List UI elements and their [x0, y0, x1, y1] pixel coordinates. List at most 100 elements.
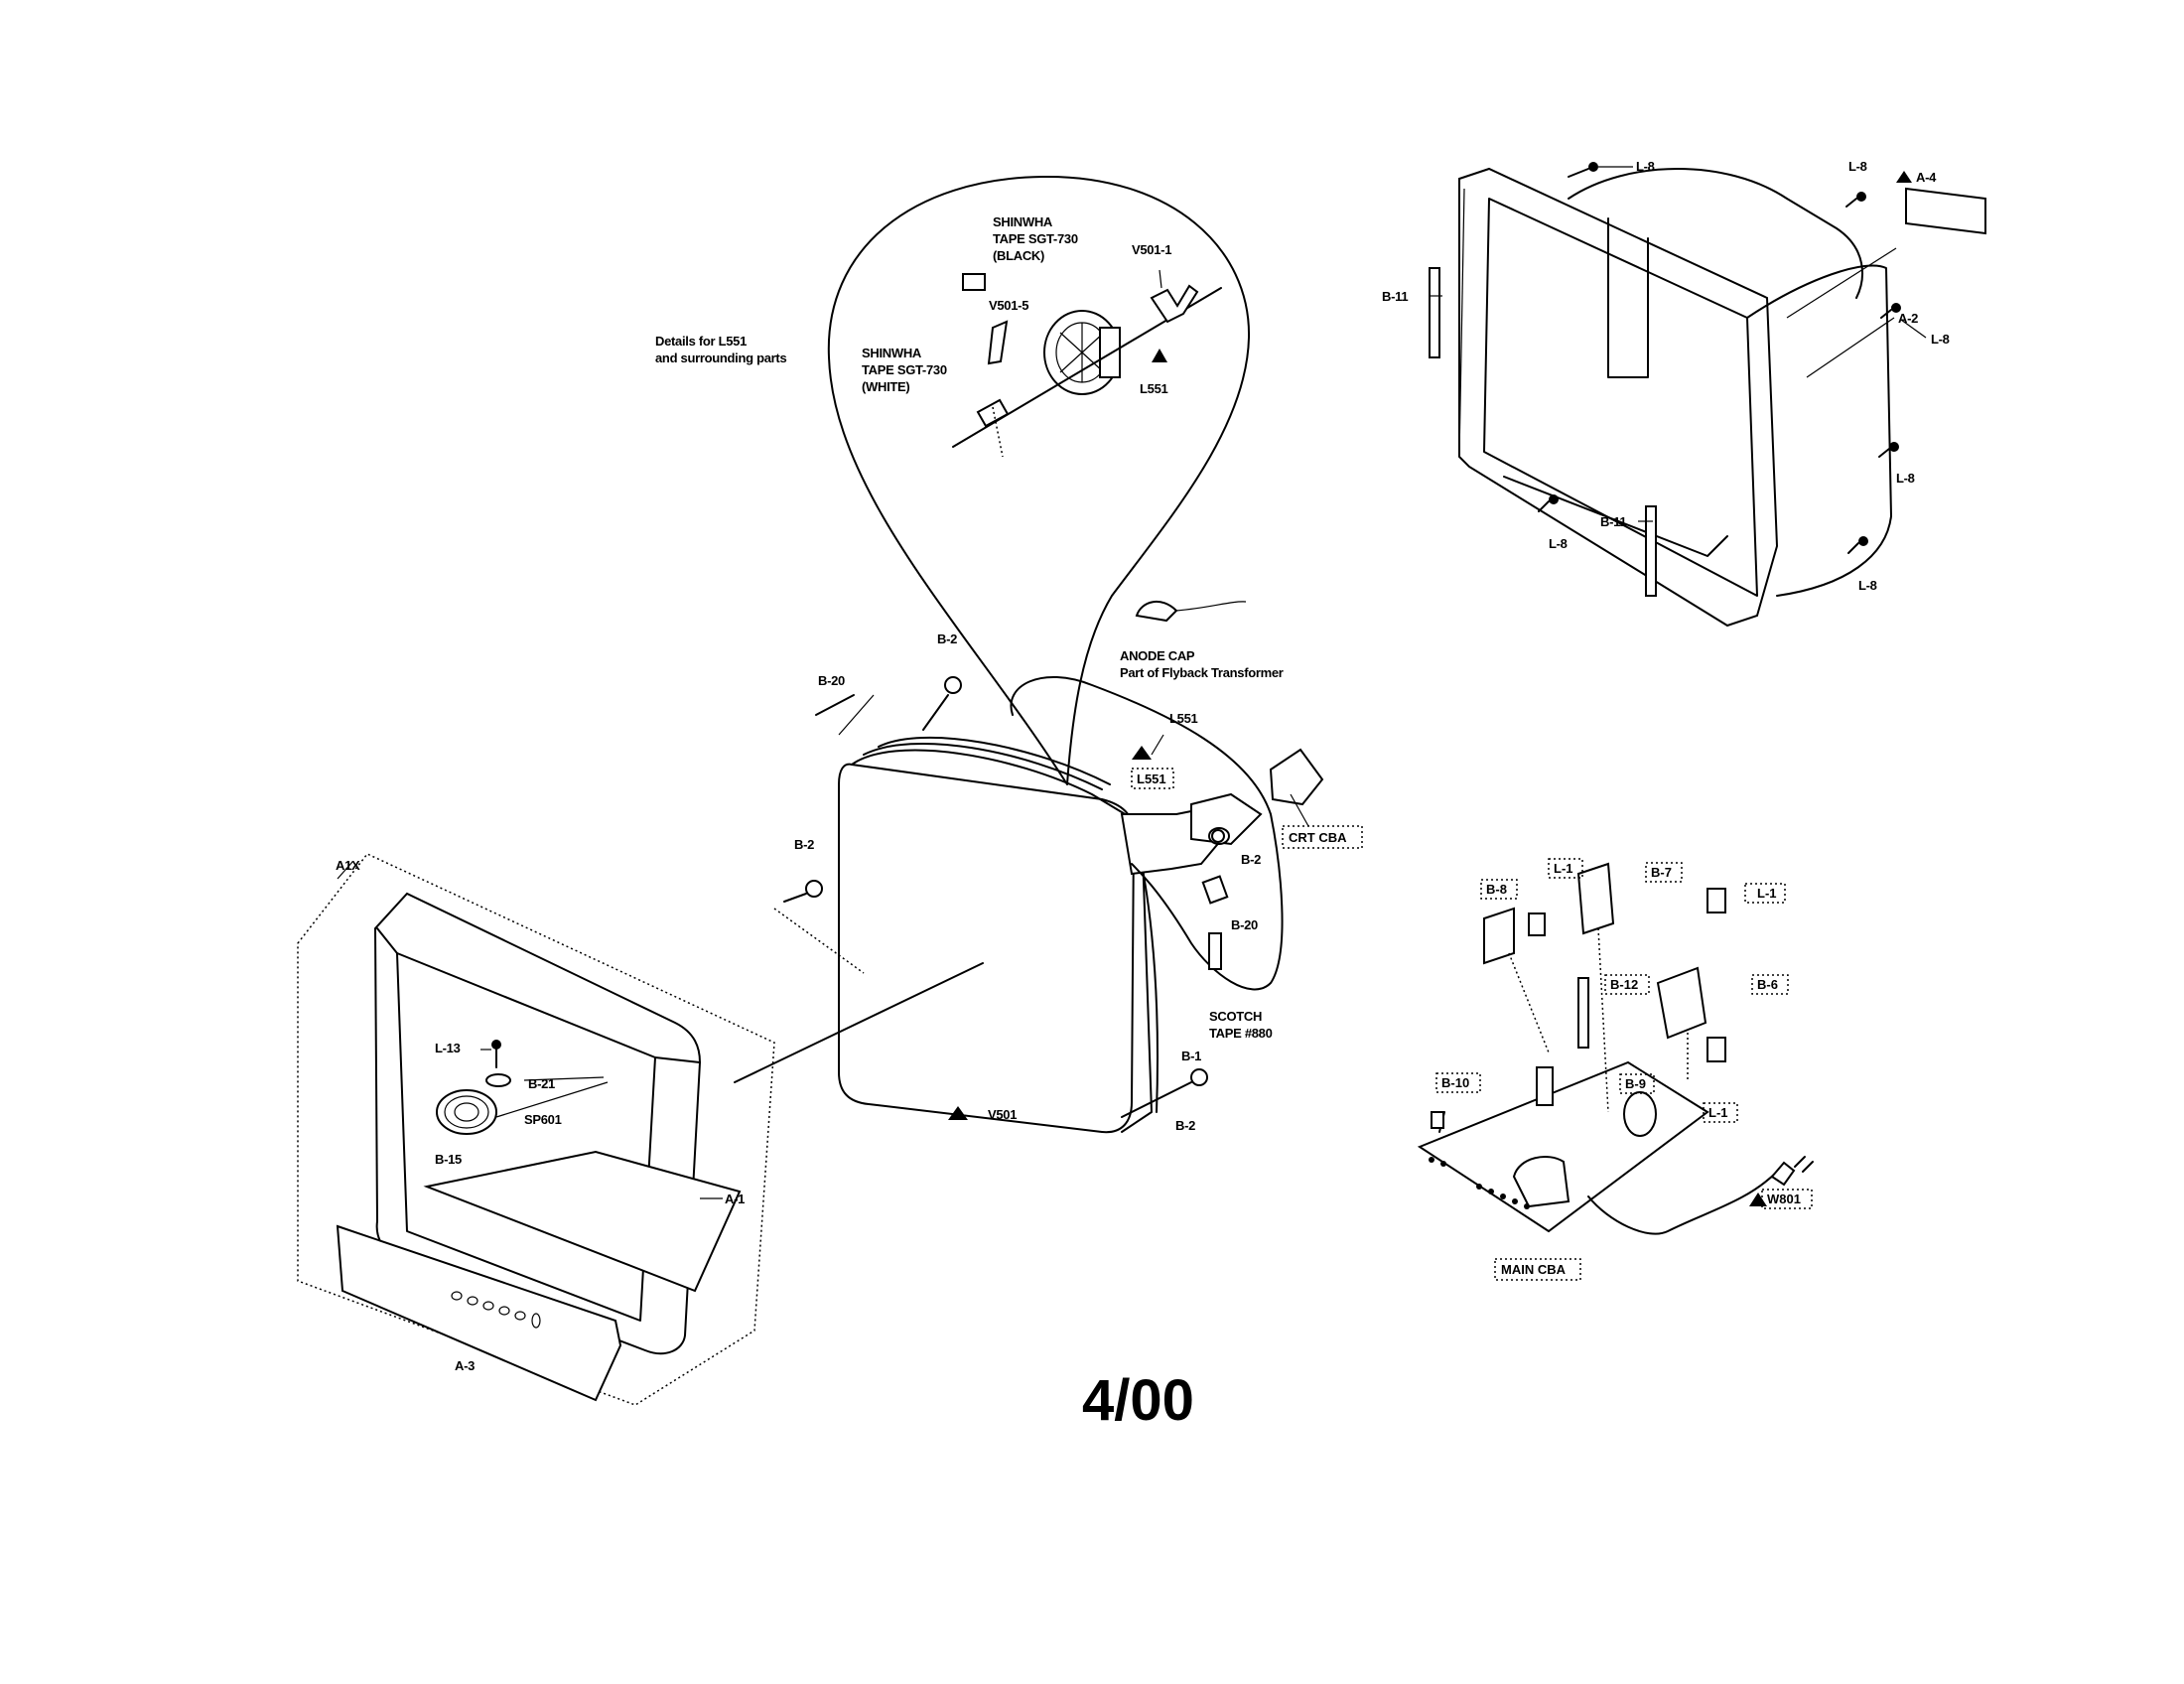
- b6-bracket-icon: [1656, 966, 1707, 1040]
- control-panel-a3: [336, 1224, 622, 1402]
- crt-cba-box: [1282, 825, 1363, 849]
- label-main-cba: MAIN CBA: [1501, 1262, 1567, 1277]
- b10-box: [1435, 1072, 1481, 1093]
- v501-5-part-icon: [987, 320, 1009, 365]
- label-l8-3: L-8: [1931, 332, 1950, 347]
- screw-l13: [491, 1040, 501, 1068]
- label-b11-2: B-11: [1600, 514, 1626, 529]
- transistor-icon-2: [1706, 888, 1726, 913]
- warning-triangle-icon: [1152, 349, 1167, 362]
- label-l8-5: L-8: [1549, 536, 1568, 551]
- detail-balloon: [827, 175, 1251, 785]
- l1-1-box: [1548, 858, 1583, 879]
- a1x-dotted-outline: [297, 853, 775, 1406]
- label-b15: B-15: [435, 1152, 462, 1167]
- b7-box: [1645, 862, 1683, 883]
- transistor-icon-1: [1706, 1037, 1726, 1062]
- warning-triangle-icon: [948, 1106, 968, 1120]
- label-a4: [1905, 187, 1986, 235]
- label-l8-2: L-8: [1848, 159, 1867, 174]
- b11-strip-2: [1645, 505, 1657, 597]
- l1-2-box: [1744, 883, 1786, 904]
- label-v501: V501: [988, 1107, 1017, 1122]
- b8-bracket-icon: [1483, 907, 1515, 965]
- speaker-sp601: [436, 1089, 497, 1135]
- label-l1-3: L-1: [1708, 1105, 1728, 1120]
- label-b20-right: B-20: [1231, 917, 1258, 932]
- label-b7: B-7: [1651, 865, 1672, 880]
- b7-bracket-icon: [1576, 862, 1615, 935]
- label-b12: B-12: [1610, 977, 1638, 992]
- l551-box: [1131, 768, 1174, 789]
- rear-cabinet: [1429, 162, 1986, 628]
- leader-lines: [337, 166, 1927, 1199]
- label-b21: B-21: [528, 1076, 555, 1091]
- label-l1-2: L-1: [1757, 886, 1777, 901]
- label-l551-top: L551: [1169, 711, 1198, 726]
- label-a1x: A1X: [336, 858, 360, 873]
- screw-b2-bottom: [1121, 1068, 1208, 1118]
- label-a4: A-4: [1916, 170, 1937, 185]
- label-crt-cba: CRT CBA: [1289, 830, 1347, 845]
- b6-box: [1751, 974, 1789, 995]
- label-v501-5: V501-5: [989, 298, 1028, 313]
- black-tape-icon: [962, 273, 986, 291]
- scotch-tape-icon: [1208, 932, 1222, 970]
- crt-tube: [773, 601, 1324, 1134]
- label-a2: A-2: [1898, 311, 1918, 326]
- power-cord-plug-icon: [1770, 1161, 1796, 1187]
- b11-strip-1: [1429, 267, 1440, 358]
- label-sp601: SP601: [524, 1112, 562, 1127]
- label-b20-top: B-20: [818, 673, 845, 688]
- b21-bracket-icon: [485, 1073, 511, 1087]
- label-b6: B-6: [1757, 977, 1778, 992]
- label-b8: B-8: [1486, 882, 1507, 897]
- l1-3-box: [1703, 1102, 1738, 1123]
- b9-coil-icon: [1623, 1091, 1657, 1137]
- label-a3: A-3: [455, 1358, 475, 1373]
- label-a1: A-1: [725, 1192, 745, 1206]
- screw-b2-right: [1211, 829, 1225, 843]
- v501-1-clip-icon: [1150, 284, 1199, 324]
- label-b2-right: B-2: [1241, 852, 1261, 867]
- control-buttons: [451, 1291, 541, 1329]
- warning-triangle-icon: [1896, 171, 1912, 183]
- label-l13: L-13: [435, 1041, 461, 1055]
- label-b2-top: B-2: [937, 632, 957, 646]
- b9-box: [1619, 1073, 1655, 1094]
- b12-box: [1604, 974, 1650, 995]
- white-tape-icon: [976, 398, 1010, 428]
- b8-box: [1480, 879, 1518, 900]
- b20-bracket-icon: [1201, 875, 1229, 905]
- label-l551-boxed: L551: [1137, 772, 1166, 786]
- label-b11-1: B-11: [1382, 289, 1408, 304]
- label-b10: B-10: [1441, 1075, 1469, 1090]
- label-l1-1: L-1: [1554, 861, 1573, 876]
- board-components: [1429, 1157, 1530, 1209]
- crt-cba-board-icon: [1269, 748, 1324, 806]
- w801-box: [1761, 1189, 1813, 1209]
- label-v501-1: V501-1: [1132, 242, 1171, 257]
- screw-b2-top: [922, 676, 962, 731]
- warning-triangle-icon: [1749, 1193, 1767, 1206]
- assembly-leader-line: [734, 962, 984, 1083]
- screw-b20-top: [815, 694, 875, 736]
- screw-b2-left: [783, 880, 823, 903]
- label-l8-6: L-8: [1858, 578, 1877, 593]
- label-b2-left: B-2: [794, 837, 814, 852]
- label-b2-bottom: B-2: [1175, 1118, 1195, 1133]
- transistor-icon-3: [1528, 912, 1546, 936]
- label-b1: B-1: [1181, 1049, 1201, 1063]
- label-b9: B-9: [1625, 1076, 1646, 1091]
- anode-cap-icon: [1135, 601, 1178, 623]
- main-cba-assembly: [1417, 862, 1814, 1235]
- part-b12-block: [1536, 1066, 1554, 1106]
- deflection-yoke-icon: [1043, 310, 1121, 395]
